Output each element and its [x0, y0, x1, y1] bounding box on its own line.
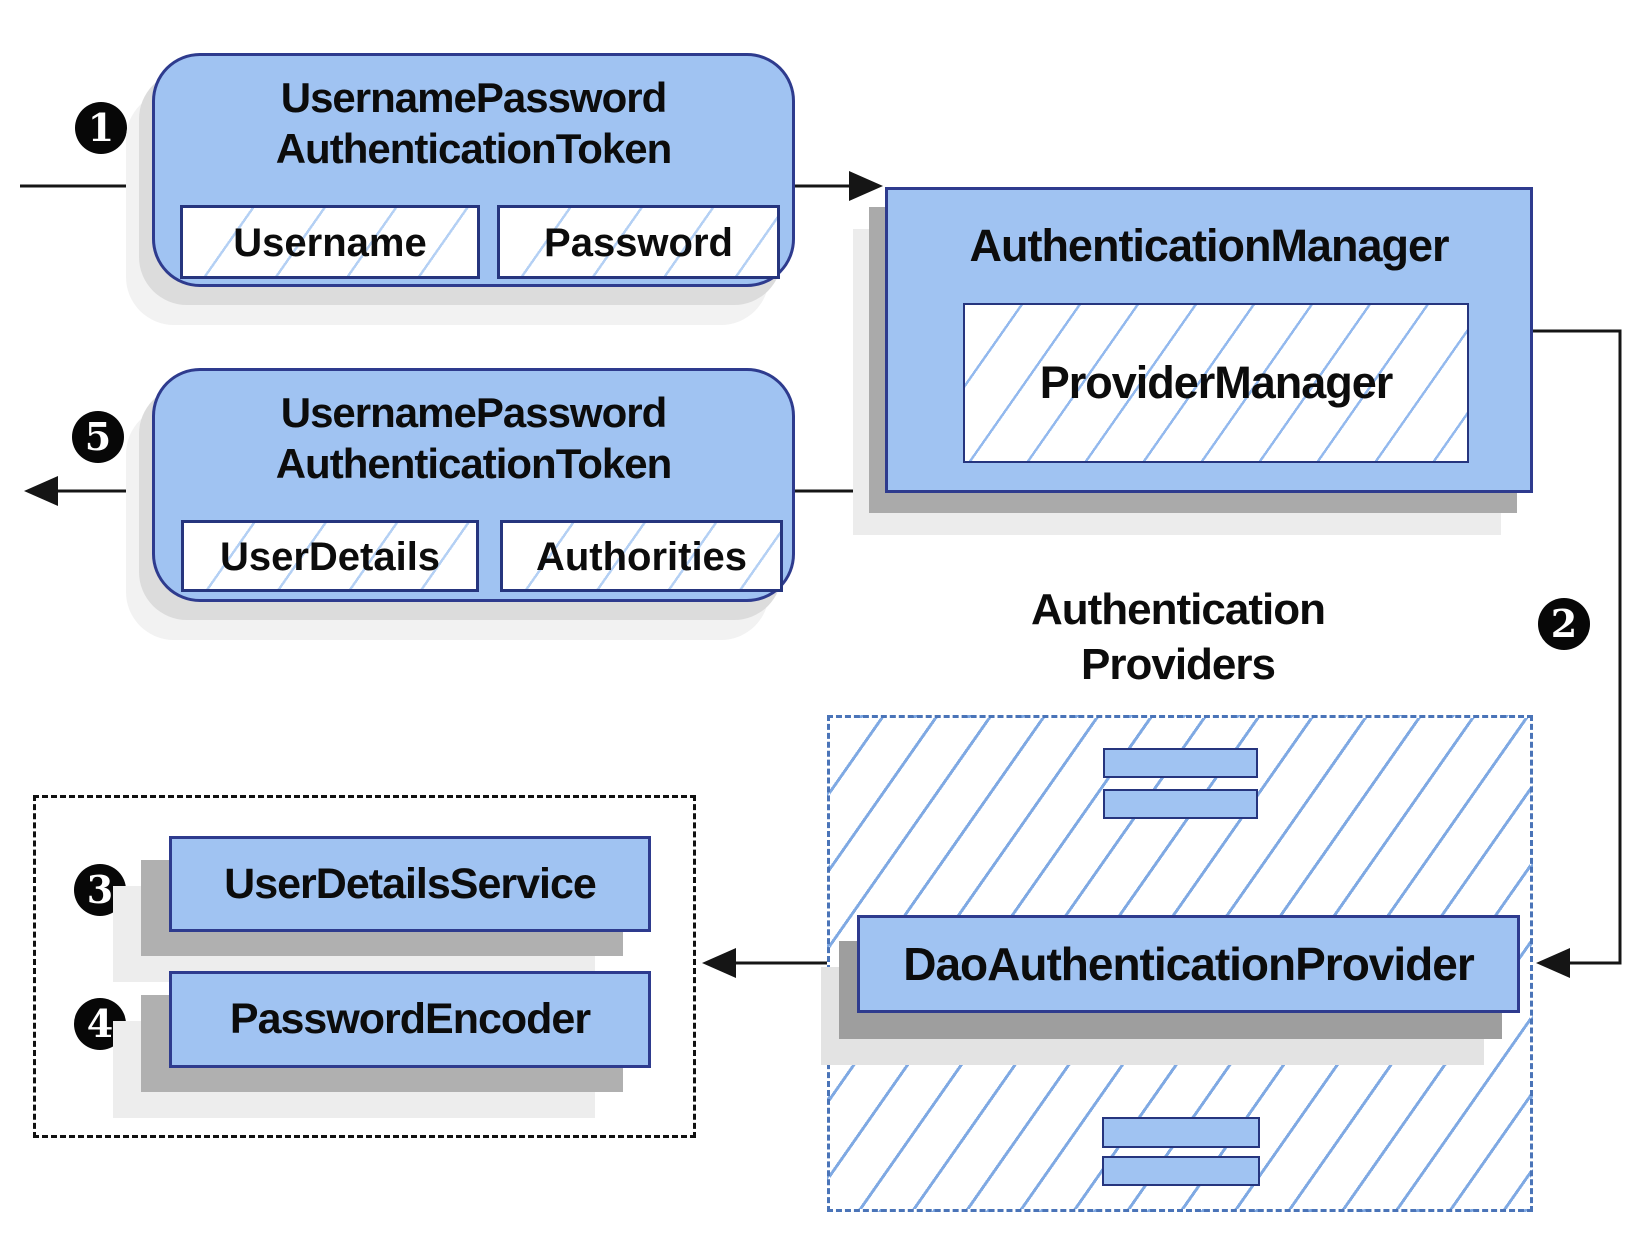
- authentication-manager-label: AuthenticationManager: [969, 220, 1449, 271]
- dao-authentication-provider-label: DaoAuthenticationProvider: [903, 938, 1475, 990]
- provider-list-item-bottom-1: [1102, 1117, 1260, 1148]
- provider-manager-node: ProviderManager: [963, 303, 1469, 463]
- token-response-title-line2: AuthenticationToken: [275, 440, 673, 487]
- token-request-title-line2: AuthenticationToken: [275, 125, 673, 172]
- password-encoder-label: PasswordEncoder: [229, 995, 591, 1043]
- manager-to-provider-line: [1533, 329, 1622, 965]
- password-field: Password: [497, 205, 780, 279]
- token-response-title-line1: UsernamePassword: [280, 389, 668, 436]
- manager-to-provider-arrowhead-icon: [1536, 948, 1570, 978]
- authentication-providers-label-line1: Authentication: [1031, 585, 1326, 634]
- username-field: Username: [180, 205, 480, 279]
- user-details-service-label: UserDetailsService: [224, 860, 597, 908]
- dao-authentication-provider-node: DaoAuthenticationProvider: [857, 915, 1520, 1013]
- token-request-title-line1: UsernamePassword: [280, 74, 668, 121]
- services-group-box: [33, 795, 696, 1138]
- password-encoder-node: PasswordEncoder: [169, 971, 651, 1068]
- step-badge-5: 5: [72, 411, 124, 463]
- user-details-field: UserDetails: [181, 520, 479, 592]
- step-badge-2: 2: [1538, 598, 1590, 650]
- username-password-token-request-node: UsernamePassword AuthenticationToken Use…: [152, 53, 795, 287]
- provider-list-item-top-2: [1103, 789, 1258, 819]
- step-badge-3: 3: [74, 864, 126, 916]
- authentication-manager-node: AuthenticationManager ProviderManager: [885, 187, 1533, 493]
- step-badge-4: 4: [74, 998, 126, 1050]
- user-details-service-node: UserDetailsService: [169, 836, 651, 932]
- provider-to-services-arrowhead-icon: [702, 948, 736, 978]
- provider-manager-label: ProviderManager: [1039, 357, 1394, 408]
- step-badge-1: 1: [75, 102, 127, 154]
- provider-list-item-bottom-2: [1102, 1156, 1260, 1186]
- token-request-title: UsernamePassword AuthenticationToken: [155, 56, 792, 174]
- authentication-providers-label-line2: Providers: [1081, 640, 1276, 689]
- request-arrowhead-icon: [849, 171, 883, 201]
- token-response-title: UsernamePassword AuthenticationToken: [155, 371, 792, 489]
- response-arrowhead-icon: [24, 476, 58, 506]
- authorities-field: Authorities: [500, 520, 783, 592]
- username-password-token-response-node: UsernamePassword AuthenticationToken Use…: [152, 368, 795, 602]
- provider-list-item-top-1: [1103, 748, 1258, 778]
- authentication-providers-label: Authentication Providers: [978, 582, 1378, 692]
